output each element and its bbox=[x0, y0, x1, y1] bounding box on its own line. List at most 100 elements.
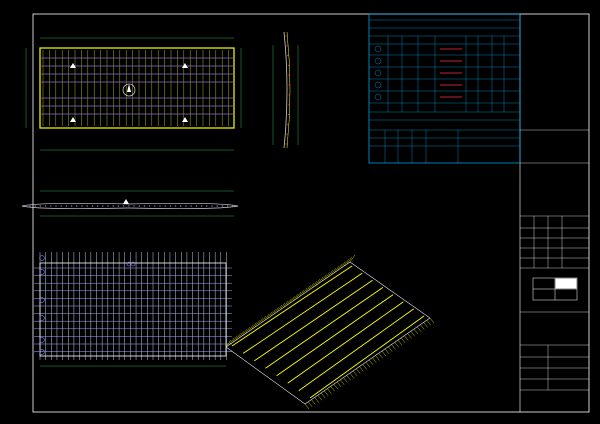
iso-transverse-rebar bbox=[423, 322, 428, 328]
iso-transverse-rebar bbox=[333, 384, 339, 390]
plan-view-dimensions bbox=[25, 37, 242, 151]
long-section-bar-point bbox=[148, 205, 151, 207]
iso-transverse-rebar bbox=[417, 326, 422, 332]
title-block-grid bbox=[520, 129, 589, 391]
long-section-bar-point bbox=[81, 205, 83, 207]
iso-transverse-rebar bbox=[286, 298, 292, 306]
iso-transverse-rebar bbox=[343, 377, 348, 383]
long-section-bar-point bbox=[200, 205, 203, 207]
long-section-bar-point bbox=[29, 205, 31, 207]
iso-transverse-rebar bbox=[349, 254, 356, 263]
long-section-bar-point bbox=[226, 205, 229, 207]
iso-transverse-rebar bbox=[420, 324, 425, 330]
long-section-bar-point bbox=[195, 205, 198, 207]
iso-transverse-rebar bbox=[267, 311, 273, 319]
iso-transverse-rebar bbox=[378, 353, 383, 359]
iso-transverse-rebar bbox=[337, 263, 343, 271]
long-section-bar-point bbox=[107, 205, 109, 207]
long-section-bar-point bbox=[143, 205, 146, 207]
iso-transverse-rebar bbox=[407, 333, 412, 339]
drawing-border bbox=[32, 13, 590, 413]
iso-transverse-rebar bbox=[314, 397, 319, 403]
iso-longitudinal-rebar bbox=[287, 301, 404, 384]
triangle-marker-icon bbox=[182, 117, 188, 122]
iso-transverse-rebar bbox=[314, 278, 321, 287]
iso-transverse-rebar bbox=[260, 315, 267, 324]
iso-transverse-rebar bbox=[302, 287, 308, 295]
side-section-bar-point bbox=[288, 84, 290, 86]
iso-longitudinal-rebar bbox=[298, 308, 414, 391]
iso-transverse-rebar bbox=[381, 350, 387, 357]
plan-main-rebars bbox=[42, 50, 229, 126]
iso-transverse-rebar bbox=[308, 401, 313, 407]
long-section-profile bbox=[21, 202, 239, 210]
iso-transverse-rebar bbox=[298, 289, 305, 297]
layout-outline bbox=[39, 262, 227, 357]
title-block bbox=[520, 129, 589, 391]
long-section-bar-point bbox=[39, 205, 42, 207]
iso-transverse-rebar bbox=[251, 322, 257, 330]
iso-transverse-rebar bbox=[308, 283, 314, 291]
iso-transverse-rebar bbox=[330, 267, 337, 276]
iso-transverse-rebar bbox=[229, 337, 235, 345]
key-plan bbox=[532, 277, 578, 301]
long-section-bar-point bbox=[154, 205, 156, 207]
iso-transverse-rebar bbox=[340, 261, 346, 269]
iso-transverse-rebar bbox=[391, 344, 396, 350]
side-section-bar-point bbox=[286, 133, 288, 135]
iso-transverse-rebar bbox=[333, 265, 340, 274]
iso-transverse-rebar bbox=[324, 272, 330, 280]
iso-transverse-rebars bbox=[225, 254, 435, 410]
iso-transverse-rebar bbox=[320, 392, 326, 399]
long-section-bar-point bbox=[185, 205, 187, 207]
iso-longitudinal-rebar bbox=[242, 272, 363, 354]
iso-transverse-rebar bbox=[362, 364, 367, 370]
iso-transverse-rebar bbox=[311, 399, 316, 405]
long-section-bar-point bbox=[34, 205, 36, 207]
long-section-bar-point bbox=[112, 205, 114, 207]
iso-transverse-rebar bbox=[372, 357, 377, 363]
long-section-bar-point bbox=[70, 205, 73, 207]
iso-longitudinal-rebar bbox=[231, 265, 353, 347]
iso-transverse-rebar bbox=[244, 326, 251, 335]
table-bar-mark-icon bbox=[374, 45, 382, 53]
long-section-bar-point bbox=[76, 205, 78, 207]
iso-transverse-rebar bbox=[365, 361, 371, 368]
table-bar-mark-icon bbox=[374, 57, 382, 65]
iso-transverse-rebar bbox=[304, 403, 310, 410]
iso-transverse-rebar bbox=[321, 274, 327, 282]
table-bar-mark-icon bbox=[374, 93, 382, 101]
long-section-bar-points bbox=[29, 205, 234, 207]
long-section-bar-point bbox=[133, 205, 135, 207]
long-section-bar-point bbox=[190, 205, 192, 207]
material-table bbox=[368, 13, 521, 164]
long-section-bar-point bbox=[138, 205, 140, 207]
key-plan-highlight bbox=[555, 278, 577, 289]
iso-transverse-rebar bbox=[279, 302, 286, 311]
iso-transverse-rebar bbox=[400, 337, 406, 343]
long-section-bar-point bbox=[65, 205, 68, 207]
side-section-bar-point bbox=[287, 55, 289, 57]
long-section-bar-point bbox=[232, 205, 234, 207]
iso-transverse-rebar bbox=[352, 370, 358, 377]
side-section-bar-point bbox=[287, 123, 289, 125]
layout-bar-mark bbox=[39, 337, 45, 343]
long-section-view bbox=[21, 190, 239, 217]
rebar-layout-view bbox=[34, 252, 232, 367]
iso-transverse-rebar bbox=[276, 305, 283, 313]
side-section-bar-point bbox=[287, 64, 290, 67]
iso-transverse-rebar bbox=[283, 300, 289, 308]
iso-transverse-rebar bbox=[384, 348, 390, 354]
iso-transverse-rebar bbox=[324, 390, 329, 396]
layout-bar-marks bbox=[39, 255, 136, 355]
iso-longitudinal-rebar bbox=[309, 315, 425, 399]
iso-transverse-rebar bbox=[327, 270, 333, 278]
layout-bar-mark bbox=[39, 255, 45, 261]
long-section-bar-point bbox=[211, 205, 213, 207]
iso-transverse-rebar bbox=[413, 328, 419, 335]
triangle-marker-icon bbox=[182, 63, 188, 68]
iso-transverse-rebar bbox=[318, 276, 324, 284]
iso-transverse-rebar bbox=[295, 291, 302, 300]
